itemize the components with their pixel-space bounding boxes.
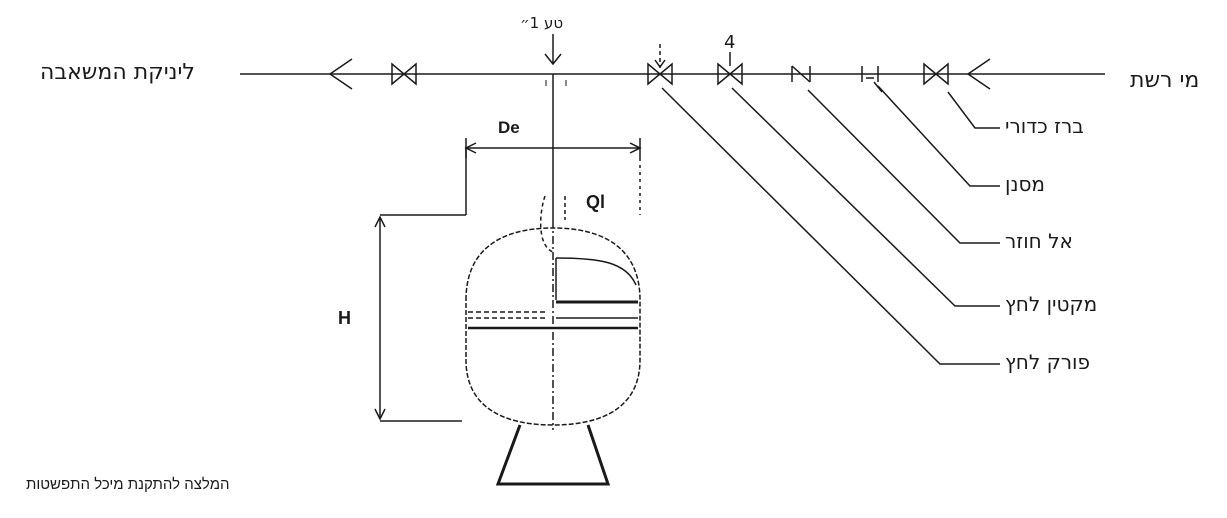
leader-check-valve <box>807 89 1000 244</box>
leader-corner-valve <box>947 91 1000 129</box>
label-to-pump-suction: ליניקת המשאבה <box>40 60 195 85</box>
pressure-relief-valve-icon <box>647 44 673 86</box>
tap-arrow-down-icon <box>544 34 562 66</box>
label-tap-1inch: טע 1״ <box>520 14 564 32</box>
leader-pressure-reducer <box>731 87 1000 307</box>
valve-icon <box>391 62 417 86</box>
label-dim-q1: Ql <box>586 192 606 212</box>
legend-pressure-reducer: מקטין לחץ <box>1005 292 1098 316</box>
legend-corner-valve: ברז כדורי <box>1005 114 1084 138</box>
label-number-4: 4 <box>724 32 736 53</box>
tap-tee <box>545 74 567 220</box>
pressure-reducer-icon <box>717 52 743 86</box>
valve-icon <box>923 62 949 86</box>
check-valve-icon <box>791 65 811 83</box>
legend-strainer: מסנן <box>1005 172 1046 196</box>
legend-pressure-relief: פורק לחץ <box>1005 350 1090 374</box>
label-mains-water: מי רשת <box>1130 68 1200 93</box>
diagram-caption: המלצה להתקנת מיכל התפשטות <box>26 476 230 493</box>
expansion-tank <box>465 195 641 486</box>
arrow-left-icon <box>328 58 353 90</box>
legend-check-valve: אל חוזר <box>1005 229 1073 253</box>
arrow-left-icon <box>966 58 991 90</box>
label-dim-h: H <box>338 308 351 328</box>
dimension-h <box>374 148 467 422</box>
label-dim-de: De <box>498 118 520 137</box>
leader-pressure-relief <box>661 87 1000 365</box>
leader-strainer <box>877 85 1000 187</box>
